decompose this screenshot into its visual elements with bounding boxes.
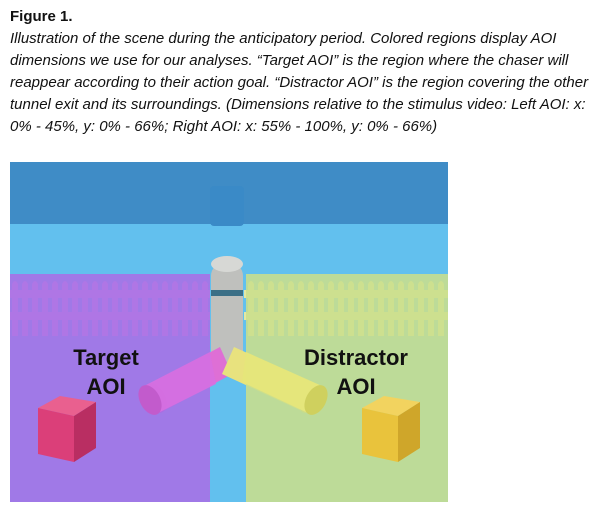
distractor-aoi-label-line2: AOI — [336, 374, 375, 399]
tube-left-visible — [144, 352, 216, 414]
target-aoi-label-line2: AOI — [86, 374, 125, 399]
distractor-aoi-label-line1: Distractor — [304, 345, 408, 370]
figure-caption: Illustration of the scene during the ant… — [10, 30, 589, 135]
scene-illustration: Target AOI Distractor AOI — [10, 162, 448, 502]
yellow-cube — [362, 396, 420, 462]
target-aoi-label-line1: Target — [73, 345, 139, 370]
tube-right-visible — [242, 352, 322, 414]
figure-caption-block: Figure 1. Illustration of the scene duri… — [10, 6, 595, 138]
pink-cube — [38, 396, 96, 462]
figure-label: Figure 1. — [10, 8, 73, 25]
tunnel-vertical — [211, 262, 243, 372]
tunnel-band — [211, 290, 243, 296]
top-block — [210, 186, 244, 226]
